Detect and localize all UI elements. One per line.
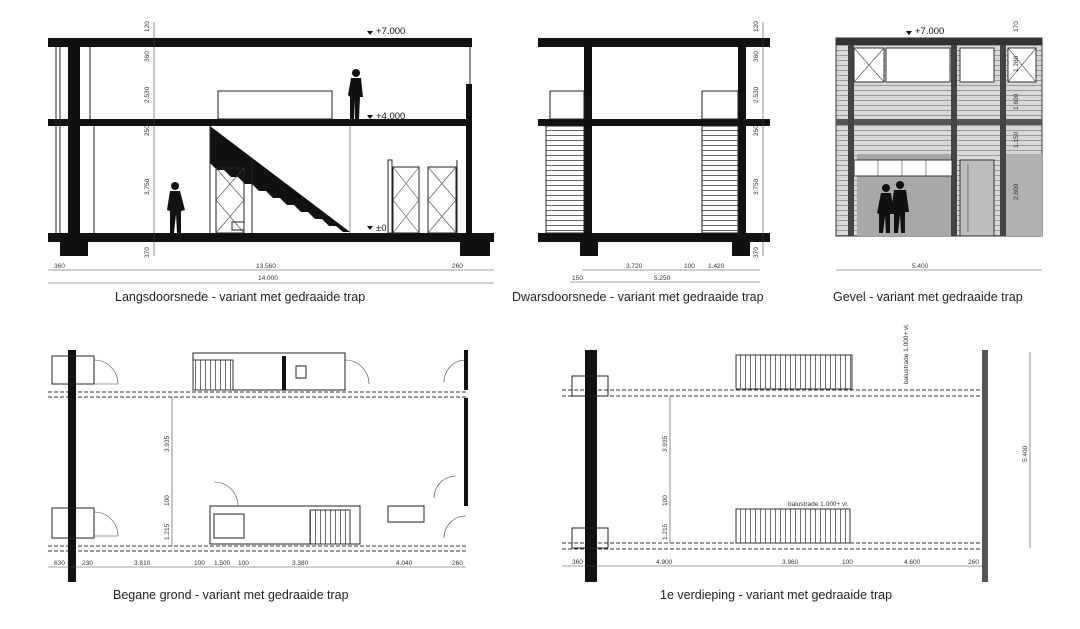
dimension: 5.400 bbox=[1022, 445, 1029, 462]
drawing-caption: Langsdoorsnede - variant met gedraaide t… bbox=[115, 290, 365, 304]
drawing-caption: Begane grond - variant met gedraaide tra… bbox=[113, 588, 349, 602]
dimension: 100 bbox=[164, 495, 171, 506]
dimension: 3.750 bbox=[144, 178, 151, 195]
level-label: +4.000 bbox=[376, 111, 405, 122]
dimension: 1.600 bbox=[1013, 93, 1020, 110]
dimension: 3.935 bbox=[164, 435, 171, 452]
dimension: 150 bbox=[572, 275, 583, 282]
dimension: 170 bbox=[1013, 21, 1020, 32]
dimension: 260 bbox=[968, 559, 979, 566]
dimension: 4.900 bbox=[656, 559, 673, 566]
dimension: 370 bbox=[144, 247, 151, 258]
dimension: 4.040 bbox=[396, 560, 413, 567]
dimension: 1.420 bbox=[708, 263, 725, 270]
floor-slab bbox=[48, 119, 472, 126]
dimension: 14.000 bbox=[258, 275, 278, 282]
dimension: 100 bbox=[842, 559, 853, 566]
staircase bbox=[545, 125, 585, 234]
door bbox=[215, 167, 245, 234]
dimension: 230 bbox=[82, 560, 93, 567]
dimension: 1.150 bbox=[1013, 131, 1020, 148]
foundation-right bbox=[460, 242, 490, 256]
staircase bbox=[735, 354, 853, 390]
dimension: 100 bbox=[684, 263, 695, 270]
dwarsdoorsnede-section: 120 360 2.530 250 3.750 370 3.720 100 1.… bbox=[512, 21, 770, 304]
begane-grond-plan: 3.935 100 1.215 630 230 3.810 100 1.500 … bbox=[48, 350, 468, 602]
staircase bbox=[210, 126, 350, 232]
dimension: 4.600 bbox=[904, 559, 921, 566]
dimension: 2.600 bbox=[1013, 183, 1020, 200]
staircase bbox=[735, 508, 851, 544]
wall bbox=[68, 350, 76, 582]
foundation-left bbox=[60, 242, 88, 256]
dimension: 370 bbox=[753, 247, 760, 258]
dimension: 100 bbox=[194, 560, 205, 567]
dimension: 260 bbox=[452, 560, 463, 567]
gevel-elevation: +7.000 170 1.280 1.600 1.150 2.600 5.400… bbox=[833, 21, 1043, 304]
dimension: 3.750 bbox=[753, 178, 760, 195]
dimension: 1.215 bbox=[662, 523, 669, 540]
drawing-caption: Gevel - variant met gedraaide trap bbox=[833, 290, 1023, 304]
level-label: +7.000 bbox=[376, 26, 405, 37]
dimension: 1.280 bbox=[1013, 55, 1020, 72]
level-label: +7.000 bbox=[915, 26, 944, 37]
dimension: 1.215 bbox=[164, 523, 171, 540]
drawing-caption: 1e verdieping - variant met gedraaide tr… bbox=[660, 588, 892, 602]
person-figure bbox=[348, 69, 363, 119]
door bbox=[427, 166, 457, 234]
roof-slab bbox=[48, 38, 472, 47]
dimension: 100 bbox=[238, 560, 249, 567]
ground-slab bbox=[48, 233, 494, 242]
dimension: 3.810 bbox=[134, 560, 151, 567]
dimension: 3.960 bbox=[782, 559, 799, 566]
level-label: ±0 bbox=[376, 223, 387, 234]
dimension: 3.935 bbox=[662, 435, 669, 452]
dimension: 360 bbox=[54, 263, 65, 270]
dimension: 260 bbox=[452, 263, 463, 270]
window bbox=[885, 47, 951, 83]
dimension: 1.500 bbox=[214, 560, 231, 567]
dimension: 3.720 bbox=[626, 263, 643, 270]
staircase bbox=[309, 509, 351, 545]
dimension: 3.380 bbox=[292, 560, 309, 567]
dimension: 5.400 bbox=[912, 263, 929, 270]
window bbox=[959, 47, 995, 83]
door bbox=[959, 159, 995, 237]
roof-slab bbox=[538, 38, 770, 47]
door bbox=[392, 166, 420, 234]
annotation: balustrade 1.000+ vl. bbox=[903, 323, 910, 384]
dimension: 120 bbox=[144, 21, 151, 32]
dimension: 2.530 bbox=[753, 86, 760, 103]
dimension: 360 bbox=[753, 51, 760, 62]
dimension: 2.530 bbox=[144, 86, 151, 103]
dimension: 5.250 bbox=[654, 275, 671, 282]
staircase bbox=[192, 359, 234, 391]
dimension: 120 bbox=[753, 21, 760, 32]
column-left bbox=[68, 47, 80, 233]
verdieping-plan: balustrade 1.000+ vl. balustrade 1.000+ … bbox=[562, 323, 1031, 602]
dimension: 360 bbox=[572, 559, 583, 566]
person-figure bbox=[877, 181, 909, 233]
langsdoorsnede-section: +7.000 +4.000 ±0 120 360 2.530 250 3.750… bbox=[48, 21, 494, 304]
dimension: 360 bbox=[144, 51, 151, 62]
floor-slab bbox=[538, 119, 770, 126]
dimension: 250 bbox=[144, 125, 151, 136]
person-figure bbox=[167, 182, 185, 233]
dimension: 250 bbox=[753, 125, 760, 136]
staircase bbox=[701, 125, 739, 234]
dimension: 630 bbox=[54, 560, 65, 567]
annotation: balustrade 1.000+ vl. bbox=[788, 501, 849, 508]
ground-slab bbox=[538, 233, 770, 242]
dimension: 100 bbox=[662, 495, 669, 506]
drawing-caption: Dwarsdoorsnede - variant met gedraaide t… bbox=[512, 290, 764, 304]
dimension: 13.560 bbox=[256, 263, 276, 270]
wall bbox=[585, 350, 597, 582]
